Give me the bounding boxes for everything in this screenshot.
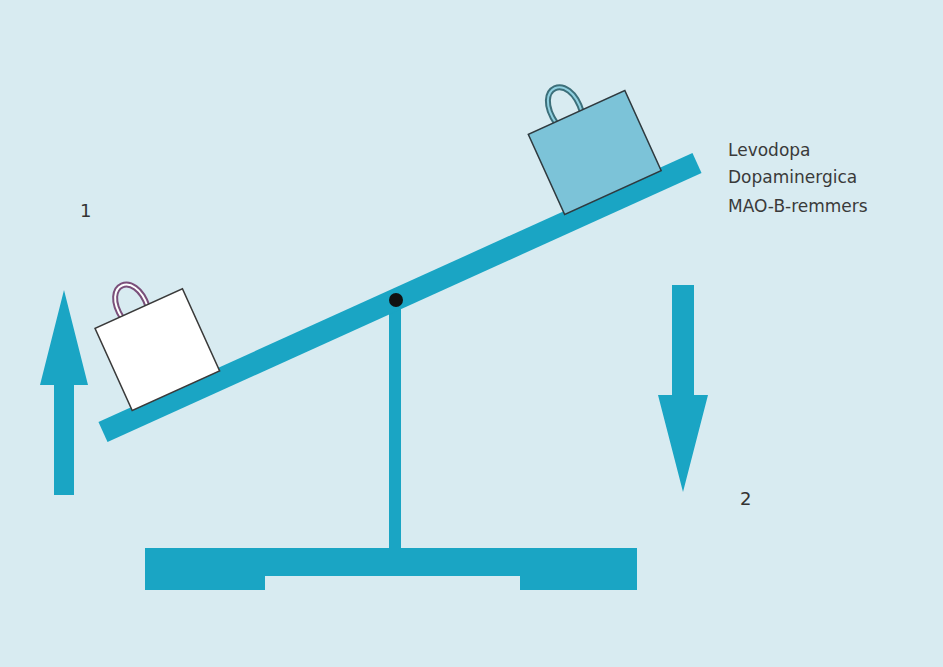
up-arrow <box>40 290 88 495</box>
stand-post <box>389 300 401 552</box>
drug-label: Dopaminergica <box>728 167 857 187</box>
blue-weight <box>515 62 661 214</box>
drug-label: MAO-B-remmers <box>728 196 868 216</box>
balance-beam <box>103 163 697 432</box>
pivot-dot <box>389 293 403 307</box>
drug-label: Levodopa <box>728 140 811 160</box>
callout-number: 1 <box>80 200 91 222</box>
callout-number: 2 <box>740 488 751 510</box>
down-arrow <box>658 285 708 492</box>
stand-base <box>145 548 637 590</box>
white-weight <box>83 263 219 410</box>
